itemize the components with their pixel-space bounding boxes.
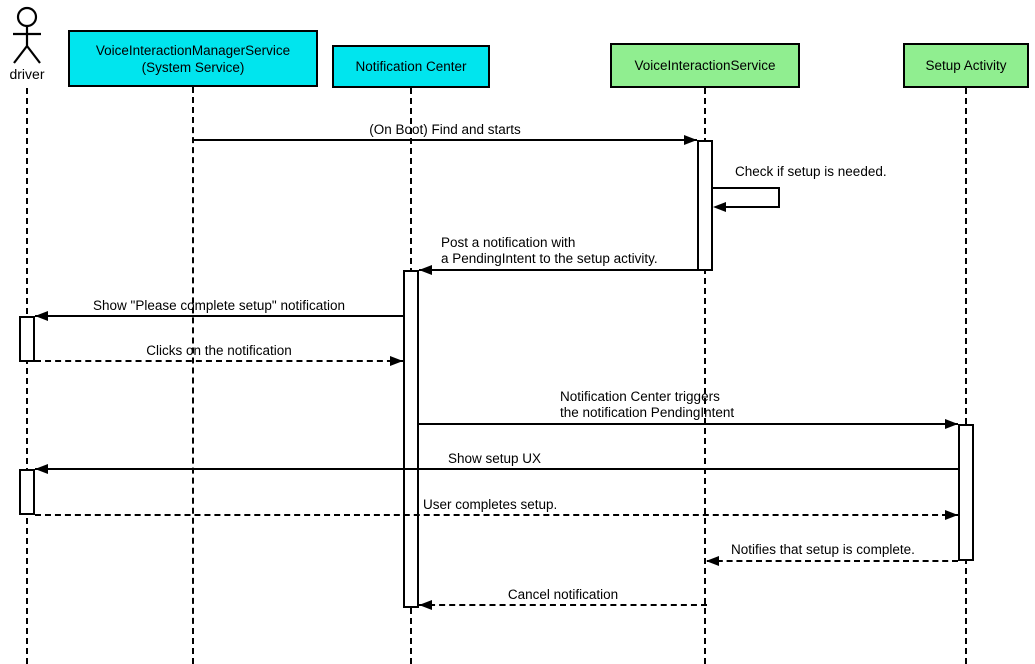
message-label: Show "Please complete setup" notificatio…: [93, 298, 345, 313]
message-label: User completes setup.: [423, 497, 558, 512]
message-line: [35, 315, 403, 317]
arrowhead-icon: [35, 311, 48, 321]
message-label: Check if setup is needed.: [735, 164, 887, 179]
message-line: [713, 187, 780, 189]
message-label: Notifies that setup is complete.: [731, 542, 915, 557]
lifeline-voice-interaction-service: [704, 88, 706, 664]
participant-voice-interaction-service: VoiceInteractionService: [610, 43, 800, 88]
activation-voice-interaction-service: [697, 140, 713, 271]
activation-driver-2: [19, 469, 35, 515]
arrowhead-icon: [419, 600, 432, 610]
activation-setup-activity: [958, 424, 974, 561]
message-line: [724, 206, 780, 208]
actor-icon: [5, 4, 49, 66]
activation-driver-1: [19, 316, 35, 362]
participant-voice-interaction-manager-service: VoiceInteractionManagerService (System S…: [68, 30, 318, 87]
arrowhead-icon: [390, 356, 403, 366]
message-label: Post a notification with a PendingIntent…: [441, 235, 658, 266]
lifeline-driver: [26, 88, 28, 664]
message-line-vertical: [778, 187, 780, 208]
message-line: [419, 604, 707, 606]
message-line: [419, 269, 697, 271]
lifeline-setup-activity: [965, 88, 967, 664]
message-label: Show setup UX: [448, 451, 542, 466]
message-label: (On Boot) Find and starts: [369, 122, 521, 137]
participant-setup-activity: Setup Activity: [903, 43, 1029, 88]
message-label: Cancel notification: [507, 587, 619, 602]
arrowhead-icon: [419, 265, 432, 275]
arrowhead-icon: [684, 135, 697, 145]
participant-notification-center: Notification Center: [332, 45, 490, 88]
message-label: Notification Center triggers the notific…: [560, 389, 735, 420]
arrowhead-icon: [945, 419, 958, 429]
message-line: [35, 360, 403, 362]
arrowhead-icon: [713, 202, 726, 212]
actor-label: driver: [9, 66, 45, 82]
lifeline-voice-interaction-manager-service: [192, 87, 194, 664]
message-line: [707, 560, 958, 562]
activation-notification-center: [403, 270, 419, 608]
arrowhead-icon: [945, 510, 958, 520]
message-label: Clicks on the notification: [146, 343, 292, 358]
message-line: [419, 423, 958, 425]
message-line: [35, 468, 958, 470]
message-line: [193, 139, 697, 141]
message-line: [35, 514, 958, 516]
arrowhead-icon: [35, 464, 48, 474]
arrowhead-icon: [706, 556, 719, 566]
